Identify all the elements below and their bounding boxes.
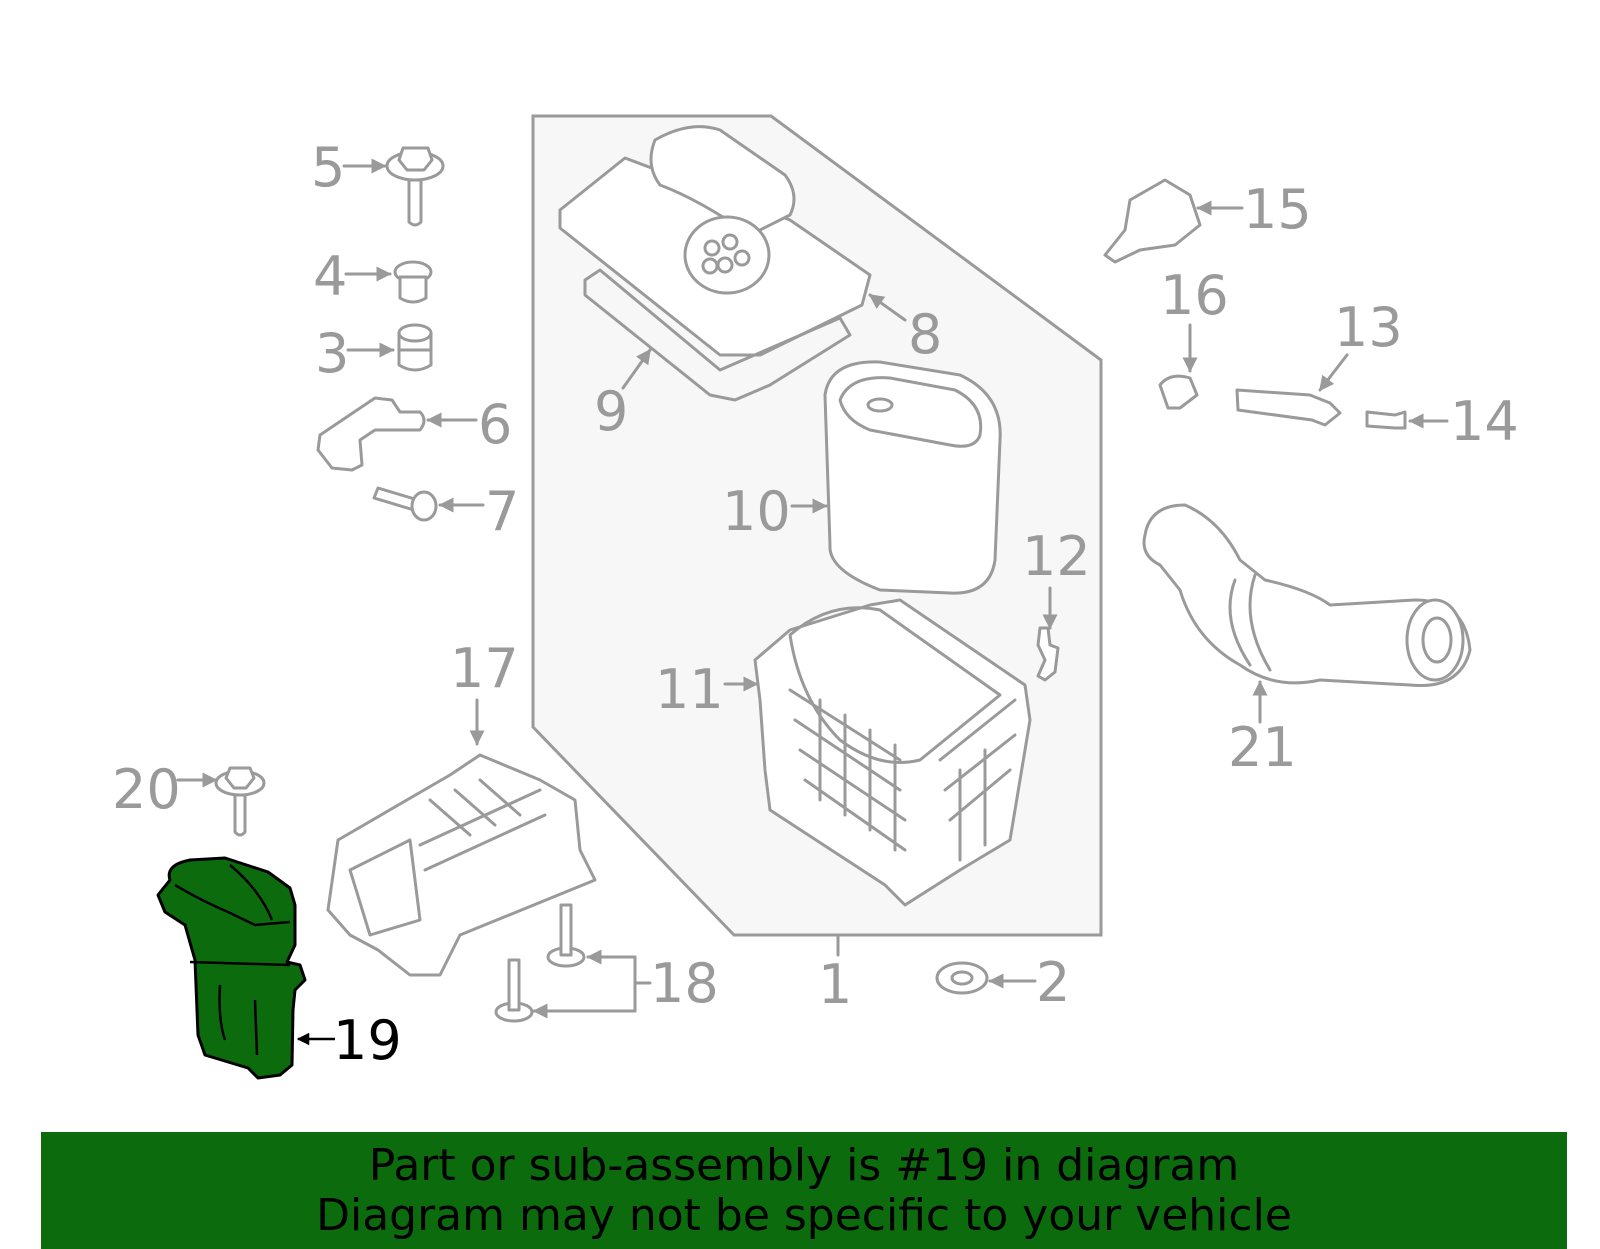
callout-13: 13: [1334, 296, 1403, 359]
parts-diagram: 5 4 3 6 7 8 9 10 11 12 13 14 15 16 17 18…: [112, 114, 1519, 1080]
leader-lines: [176, 158, 1449, 1046]
highlighted-part-19[interactable]: [156, 856, 307, 1080]
callout-1: 1: [818, 953, 852, 1016]
callout-14: 14: [1450, 390, 1519, 453]
callout-2: 2: [1036, 951, 1070, 1014]
cover-part-8: [558, 125, 872, 357]
gasket-part-9: [583, 268, 852, 402]
bracket-part-6: [316, 396, 426, 472]
callout-10: 10: [722, 480, 791, 543]
callout-16: 16: [1160, 264, 1229, 327]
callout-labels: 5 4 3 6 7 8 9 10 11 12 13 14 15 16 17 18…: [112, 136, 1519, 1072]
bushing-part-3: [397, 323, 433, 372]
intake-duct-part-21: [1142, 503, 1472, 688]
bolt-part-20: [214, 766, 266, 837]
cap-part-15: [1103, 178, 1202, 264]
callout-17: 17: [450, 637, 519, 700]
callout-19: 19: [333, 1009, 402, 1072]
grommet-part-16: [1158, 374, 1199, 410]
banner-line-1: Part or sub-assembly is #19 in diagram: [368, 1139, 1240, 1191]
bolt-part-14: [1365, 410, 1407, 430]
sensor-part-13: [1235, 388, 1342, 427]
callout-21: 21: [1228, 716, 1297, 779]
callout-12: 12: [1022, 525, 1091, 588]
callout-18: 18: [650, 952, 719, 1015]
callout-8: 8: [908, 303, 942, 366]
pins-part-18: [494, 903, 586, 1023]
callout-5: 5: [311, 136, 345, 199]
callout-6: 6: [478, 393, 512, 456]
screw-part-7: [372, 486, 438, 522]
callout-15: 15: [1243, 178, 1312, 241]
bolt-part-5: [385, 146, 445, 227]
banner-line-2: Diagram may not be specific to your vehi…: [316, 1189, 1292, 1241]
filter-element-part-10: [823, 360, 1002, 595]
callout-11: 11: [655, 658, 724, 721]
lower-housing-part-11: [753, 598, 1032, 907]
info-banner: Part or sub-assembly is #19 in diagram D…: [41, 1132, 1567, 1249]
callout-20: 20: [112, 758, 181, 821]
grommet-part-4: [393, 260, 433, 304]
callout-9: 9: [594, 380, 628, 443]
callout-7: 7: [485, 480, 519, 543]
washer-part-2: [935, 961, 989, 995]
inlet-duct-part-17: [326, 753, 597, 977]
clip-part-12: [1036, 626, 1060, 682]
callout-3: 3: [315, 322, 349, 385]
callout-4: 4: [313, 245, 347, 308]
